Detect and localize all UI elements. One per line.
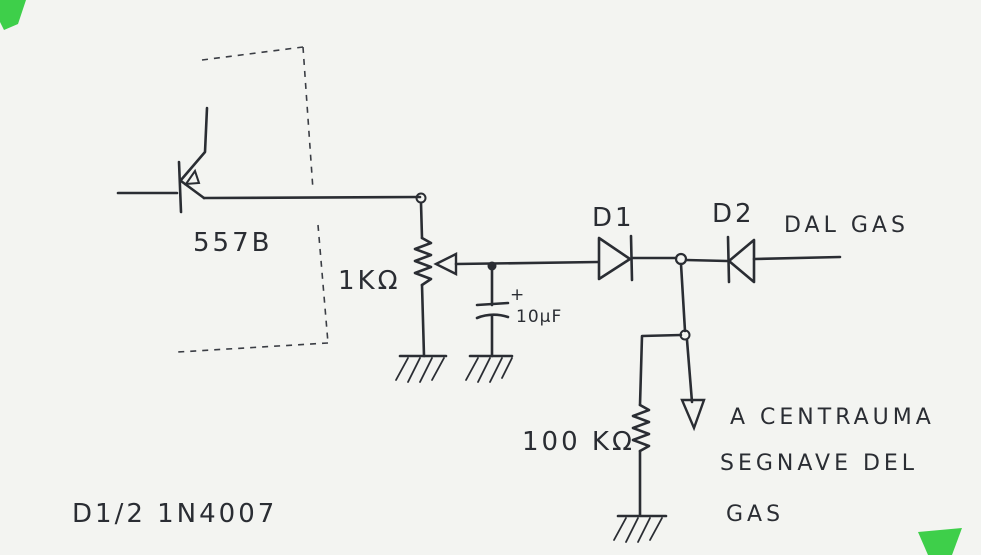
label-d2: D2 (712, 199, 755, 229)
wire-gas-input (752, 255, 842, 261)
ground-capacitor (465, 354, 514, 383)
label-output-line-3: GAS (726, 502, 784, 527)
label-capacitor-polarity: + (510, 285, 525, 305)
transistor-557b (116, 106, 209, 214)
wiper-arrow (433, 252, 458, 276)
label-output-line-2: SEGNAVE DEL (720, 451, 918, 476)
wire-collector-pot (202, 195, 422, 200)
label-parts-note: D1/2 1N4007 (72, 499, 277, 529)
diode-d2 (726, 235, 756, 284)
wire-wiper-d1 (454, 260, 600, 266)
potentiometer-1k (413, 201, 458, 358)
green-marker-top-left (0, 0, 26, 30)
wire-to-resistor (638, 333, 683, 407)
ground-pot (395, 354, 448, 383)
wire-junction-down (679, 262, 687, 333)
resistor-100k (631, 403, 651, 517)
wire-junction-d2 (684, 258, 729, 263)
capacitor-10uf (475, 264, 510, 358)
output-arrow (680, 338, 706, 432)
diode-d1 (597, 234, 634, 282)
node-junction (674, 252, 688, 266)
label-input: DAL GAS (784, 213, 909, 238)
label-transistor: 557B (193, 228, 272, 258)
label-capacitor: 10µF (516, 307, 562, 327)
emitter-arrow (183, 168, 201, 186)
label-output-line-1: A CENTRAUMA (730, 405, 935, 430)
label-d1: D1 (592, 203, 635, 233)
dashed-enclosure (177, 46, 329, 353)
ground-resistor (613, 514, 668, 543)
label-resistor: 100 KΩ (522, 427, 635, 457)
label-output: A CENTRAUMA SEGNAVE DEL GAS (720, 405, 935, 527)
green-marker-bottom-right (918, 528, 962, 555)
label-potentiometer: 1KΩ (338, 266, 400, 296)
